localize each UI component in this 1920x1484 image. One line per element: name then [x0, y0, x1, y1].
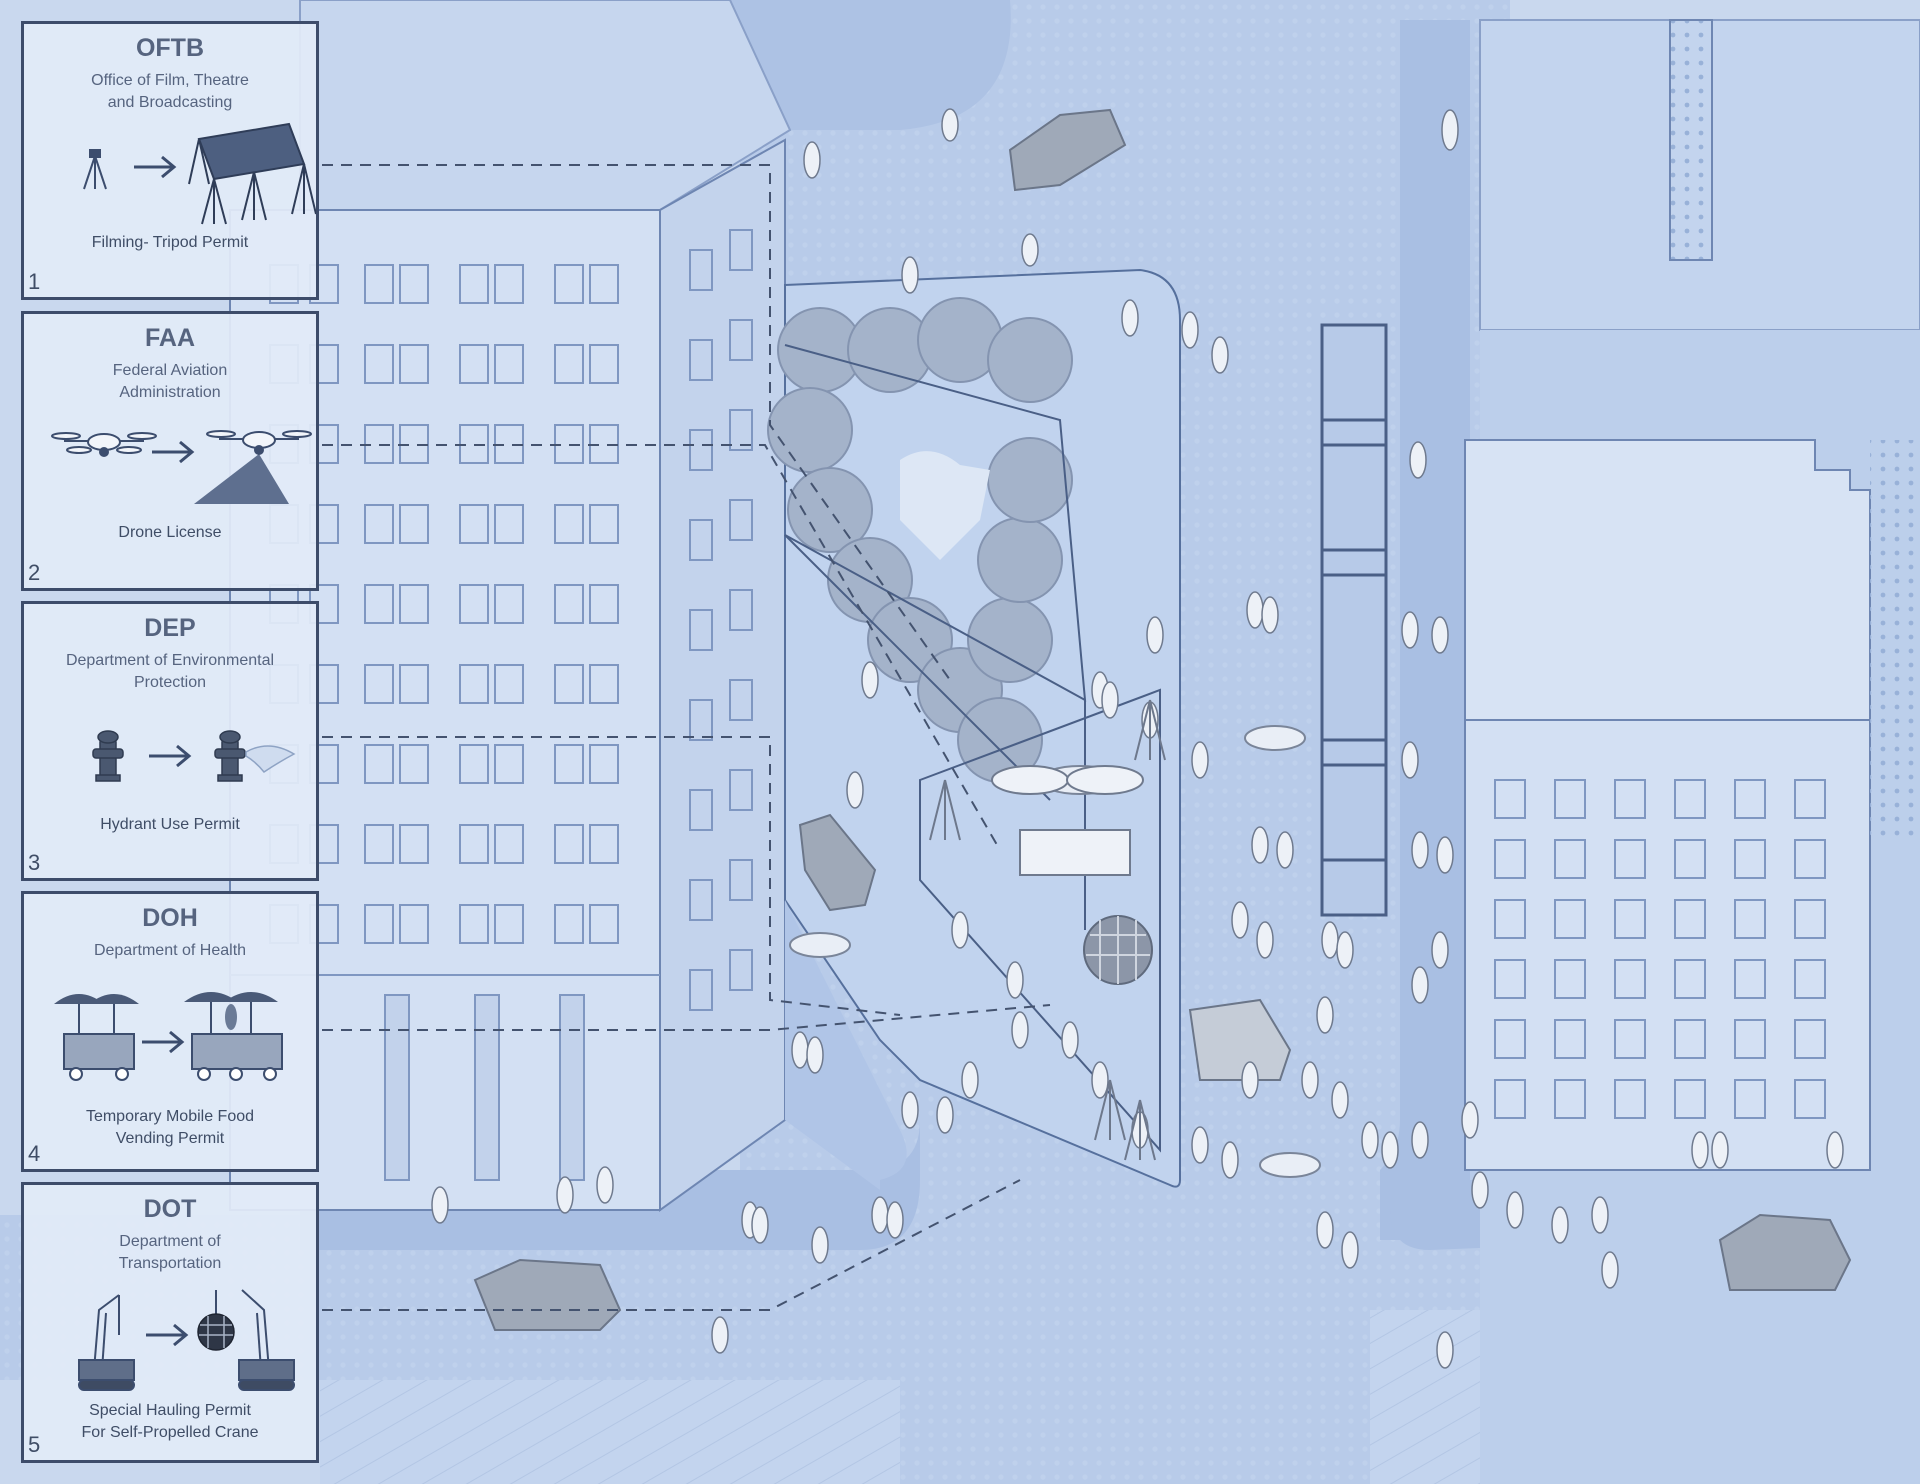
cars — [473, 108, 1852, 1331]
tree-canopy — [767, 297, 1073, 783]
installation-outlines — [784, 344, 1161, 1153]
agency-full-name: Department of Health — [93, 942, 247, 959]
drone-camera-beam-icon — [194, 430, 312, 504]
crane-illustration — [78, 1289, 295, 1391]
arrow-right-icon — [149, 744, 192, 768]
panel-number: 2 — [28, 560, 41, 585]
agency-abbreviation: DOH — [142, 904, 198, 932]
drone-icon — [51, 432, 157, 457]
permit-name: Hydrant Use Permit — [100, 816, 240, 833]
crane-icon — [78, 1294, 135, 1391]
arrow-right-icon — [142, 1030, 185, 1054]
tripod-to-canopy-illustration — [83, 122, 316, 225]
permit-panel-dot: DOT Department of Transportation Special… — [21, 1182, 319, 1463]
agency-abbreviation: OFTB — [135, 34, 205, 62]
permit-panel-doh: DOH Department of Health Temporary Mobil… — [21, 891, 319, 1172]
permit-name: Filming- Tripod Permit — [91, 234, 249, 251]
arrow-right-icon — [146, 1323, 189, 1347]
panel-number: 4 — [28, 1141, 41, 1166]
right-buildings — [1320, 19, 1920, 1484]
tripod-icon — [83, 149, 107, 190]
agency-abbreviation: DEP — [144, 614, 196, 642]
crane-disco-ball-icon — [197, 1289, 295, 1391]
agency-full-name: Department of Environmental Protection — [65, 652, 275, 691]
food-cart-vendor-icon — [184, 992, 283, 1081]
pedestrians — [431, 108, 1844, 1369]
panel-number: 5 — [28, 1432, 41, 1457]
tripods — [929, 699, 1166, 1161]
agency-full-name: Federal Aviation Administration — [112, 362, 228, 401]
permit-leader-lines — [322, 164, 1051, 1311]
arrow-right-icon — [134, 155, 177, 179]
agency-full-name: Office of Film, Theatre and Broadcasting — [91, 72, 249, 111]
panel-number: 3 — [28, 850, 41, 875]
permit-name: Special Hauling Permit For Self-Propelle… — [81, 1402, 259, 1441]
food-cart-icon — [54, 994, 139, 1081]
permit-panel-dep: DEP Department of Environmental Protecti… — [21, 601, 319, 881]
disco-ball — [1083, 915, 1153, 985]
tripod-canopy-rig-icon — [188, 122, 316, 225]
permit-panel-oftb: OFTB Office of Film, Theatre and Broadca… — [21, 21, 319, 300]
food-cart-illustration — [54, 992, 283, 1081]
drone-illustration — [51, 430, 312, 504]
hydrant-illustration — [92, 730, 296, 782]
agency-abbreviation: DOT — [143, 1195, 197, 1223]
permit-panel-faa: FAA Federal Aviation Administration Dron… — [21, 311, 319, 591]
fire-hydrant-icon — [92, 730, 124, 782]
plaza-food-cart — [991, 765, 1144, 876]
panel-number: 1 — [28, 269, 41, 294]
permit-name: Drone License — [118, 524, 222, 541]
hydrant-spraying-icon — [214, 730, 296, 782]
left-office-building — [229, 0, 792, 1212]
arrow-right-icon — [152, 440, 195, 464]
permit-name: Temporary Mobile Food Vending Permit — [85, 1108, 255, 1147]
agency-abbreviation: FAA — [145, 324, 195, 352]
agency-full-name: Department of Transportation — [118, 1233, 222, 1272]
